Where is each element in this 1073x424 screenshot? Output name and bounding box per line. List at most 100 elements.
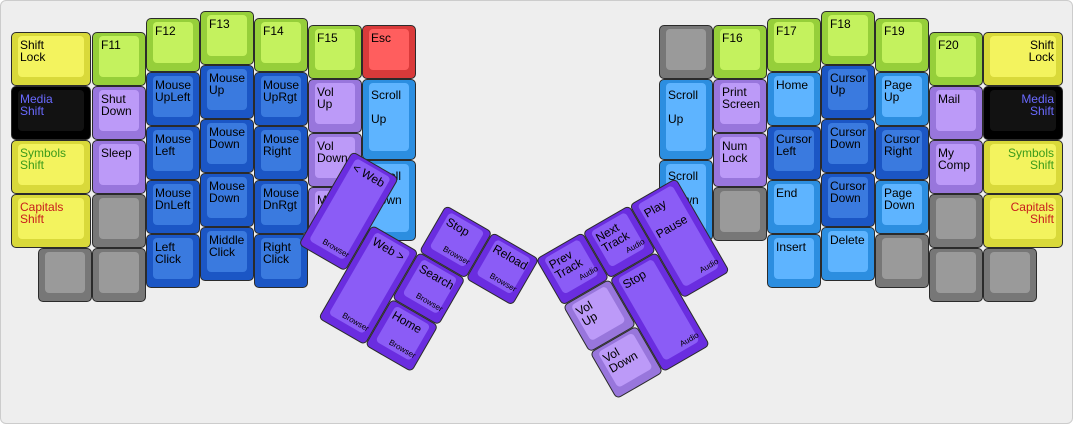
key-f16[interactable]: F16 bbox=[713, 25, 767, 79]
key-legend-primary: Symbols bbox=[20, 146, 67, 160]
keycap-top bbox=[45, 252, 85, 293]
key-f14[interactable]: F14 bbox=[254, 18, 308, 72]
key-f19[interactable]: F19 bbox=[875, 18, 929, 72]
key-legend-primary: Mouse bbox=[155, 186, 192, 200]
key-home-right[interactable]: Home bbox=[767, 72, 821, 126]
key-legend-primary: Mouse bbox=[155, 132, 192, 146]
key-f15[interactable]: F15 bbox=[308, 25, 362, 79]
key-legend-primary: Cursor bbox=[830, 125, 867, 139]
key-insert[interactable]: Insert bbox=[767, 234, 821, 288]
key-legend-primary: Stop bbox=[443, 214, 472, 240]
key-f13[interactable]: F13 bbox=[200, 11, 254, 65]
key-mail[interactable]: Mail bbox=[929, 86, 983, 140]
keycap-top: F16 bbox=[720, 29, 760, 70]
key-legend-primary: Vol bbox=[317, 85, 334, 99]
key-esc[interactable]: Esc bbox=[362, 25, 416, 79]
key-legend-primary: Play bbox=[641, 196, 669, 221]
key-blank-r1[interactable] bbox=[659, 25, 713, 79]
keycap-top: F15 bbox=[315, 29, 355, 70]
key-blank-r6[interactable] bbox=[983, 248, 1037, 302]
key-legend-primary: Media bbox=[1021, 92, 1054, 106]
key-blank-r3[interactable] bbox=[875, 234, 929, 288]
key-legend-secondary: Click bbox=[263, 252, 289, 266]
key-end[interactable]: End bbox=[767, 180, 821, 234]
key-legend-primary: Middle bbox=[209, 233, 245, 247]
key-sleep[interactable]: Sleep bbox=[92, 140, 146, 194]
key-legend-primary: Mouse bbox=[209, 179, 246, 193]
key-legend-primary: Shut bbox=[101, 92, 126, 106]
key-blank-r2[interactable] bbox=[713, 187, 767, 241]
key-blank-l1[interactable] bbox=[38, 248, 92, 302]
key-legend-secondary: Left bbox=[776, 144, 797, 158]
keycap-top: Delete bbox=[828, 231, 868, 272]
keycap-top: F19 bbox=[882, 22, 922, 63]
key-f17[interactable]: F17 bbox=[767, 18, 821, 72]
key-legend-secondary: Shift bbox=[1029, 104, 1054, 118]
key-legend-primary: Insert bbox=[776, 240, 807, 254]
key-legend-primary: F16 bbox=[722, 31, 743, 45]
key-blank-r5[interactable] bbox=[929, 248, 983, 302]
key-legend-primary: Mouse bbox=[209, 71, 246, 85]
key-legend-primary: Cursor bbox=[884, 132, 921, 146]
key-legend-secondary: DnLeft bbox=[155, 198, 191, 212]
key-legend-primary: Home bbox=[776, 78, 809, 92]
keycap-top bbox=[720, 191, 760, 232]
key-blank-r4[interactable] bbox=[929, 194, 983, 248]
key-f20[interactable]: F20 bbox=[929, 32, 983, 86]
key-legend-secondary: Screen bbox=[722, 97, 760, 111]
keycap-top: F20 bbox=[936, 36, 976, 77]
key-legend-secondary: Right bbox=[884, 144, 913, 158]
key-f18[interactable]: F18 bbox=[821, 11, 875, 65]
key-blank-l2[interactable] bbox=[92, 194, 146, 248]
key-f11[interactable]: F11 bbox=[92, 32, 146, 86]
key-delete[interactable]: Delete bbox=[821, 227, 875, 281]
key-legend-secondary: Shift bbox=[1029, 158, 1054, 172]
key-legend-secondary: Click bbox=[209, 245, 235, 259]
key-legend-primary: Symbols bbox=[1007, 146, 1054, 160]
key-blank-l3[interactable] bbox=[92, 248, 146, 302]
keycap-top bbox=[99, 252, 139, 293]
key-f12[interactable]: F12 bbox=[146, 18, 200, 72]
